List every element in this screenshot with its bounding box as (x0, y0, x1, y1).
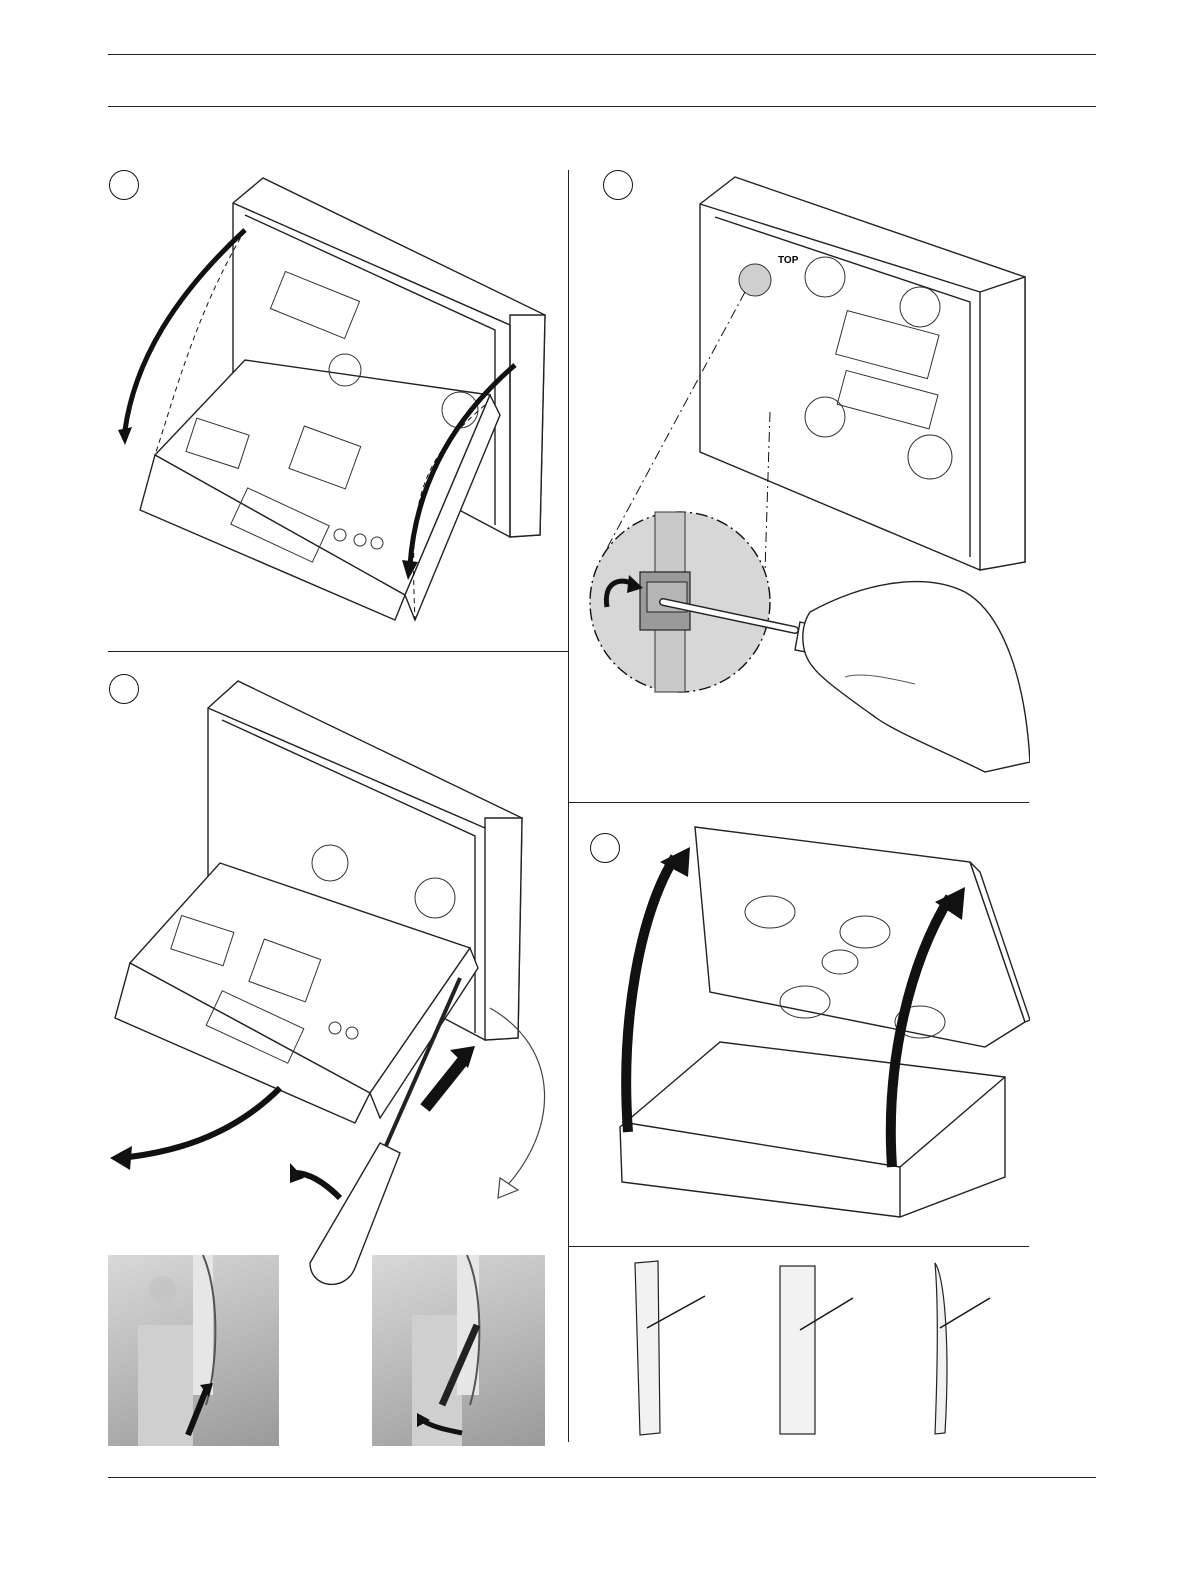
lift-cover-icon (610, 822, 1030, 1242)
footer-rule (108, 1477, 1096, 1478)
header-rule-bottom (108, 106, 1096, 107)
header-rule-top (108, 54, 1096, 55)
side-profiles-icon (620, 1258, 1000, 1443)
photo-latch-release (372, 1255, 545, 1446)
tamper-screw-icon: TOP (585, 172, 1030, 777)
panel-divider-right-2 (568, 1246, 1029, 1247)
panel-divider-right-1 (568, 802, 1029, 803)
panel-divider-vertical (568, 170, 569, 1442)
open-enclosure-icon (115, 175, 555, 645)
photo-latch-closed (108, 1255, 279, 1446)
top-marker-label: TOP (778, 255, 799, 266)
release-latch-icon (100, 678, 560, 1318)
panel-divider-left (108, 651, 568, 652)
